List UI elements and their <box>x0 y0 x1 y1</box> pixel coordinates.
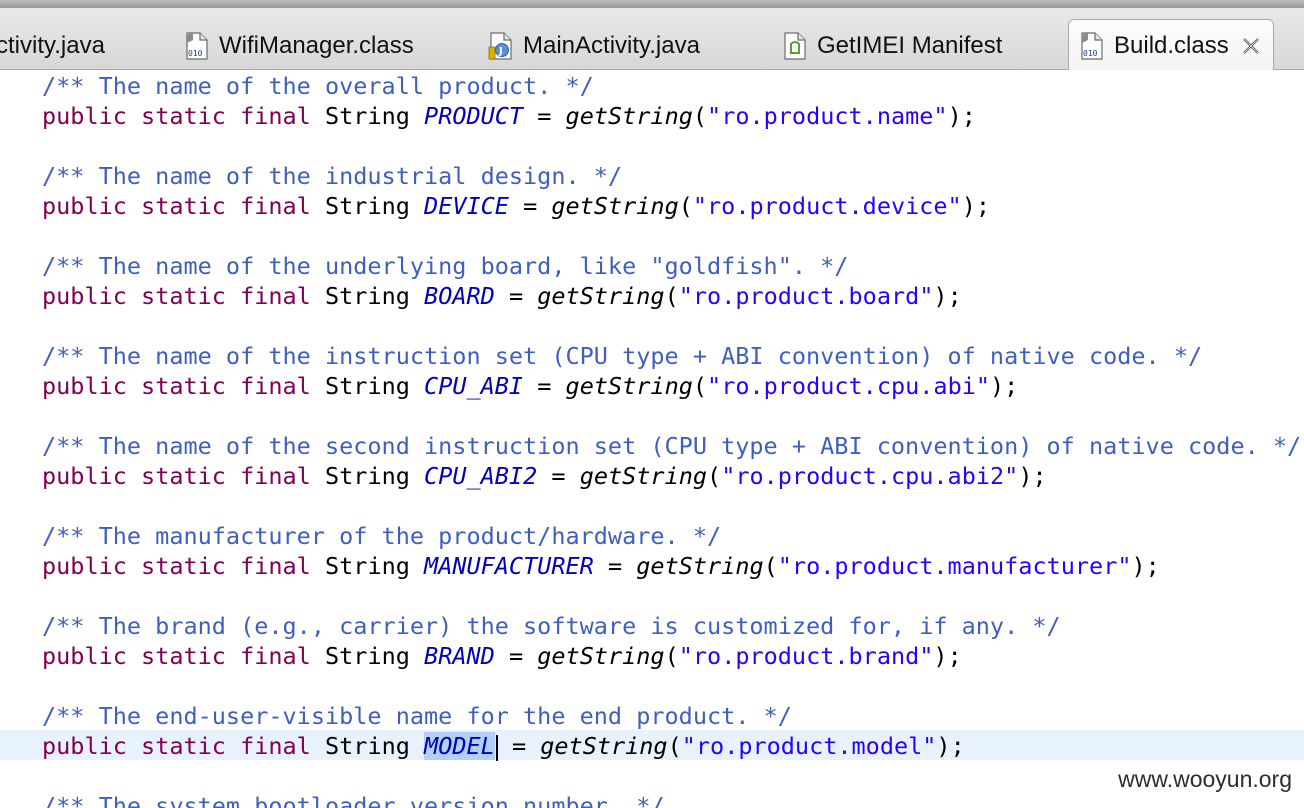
code-comment: /** The manufacturer of the product/hard… <box>42 522 722 550</box>
constant-board: BOARD <box>424 282 495 310</box>
code-comment: /** The brand (e.g., carrier) the softwa… <box>42 612 1061 640</box>
code-line: public static final String BOARD = getSt… <box>42 282 962 310</box>
editor-tab-bar: ctivity.java 010 WifiManager.class J Mai… <box>0 8 1304 71</box>
code-line: public static final String CPU_ABI = get… <box>42 372 1019 400</box>
android-manifest-icon <box>784 32 806 60</box>
class-file-icon: 010 <box>1081 31 1103 60</box>
tab-build-class[interactable]: 010 Build.class <box>1068 19 1274 71</box>
constant-manufacturer: MANUFACTURER <box>424 552 594 580</box>
code-line: public static final String CPU_ABI2 = ge… <box>42 462 1047 490</box>
code-line-current: public static final String MODEL = getSt… <box>42 732 965 761</box>
selected-constant-model[interactable]: MODEL <box>424 732 495 760</box>
tab-wifimanager-class[interactable]: 010 WifiManager.class <box>184 22 414 70</box>
code-comment: /** The name of the industrial design. *… <box>42 162 623 190</box>
constant-device: DEVICE <box>424 192 509 220</box>
tab-label: WifiManager.class <box>219 32 414 59</box>
tab-getimei-manifest[interactable]: GetIMEI Manifest <box>782 22 1002 70</box>
code-line: public static final String PRODUCT = get… <box>42 102 976 130</box>
code-comment: /** The name of the instruction set (CPU… <box>42 342 1203 370</box>
code-editor[interactable]: /** The name of the overall product. */ … <box>0 70 1304 808</box>
text-caret <box>495 734 498 761</box>
constant-cpu-abi2: CPU_ABI2 <box>424 462 538 490</box>
java-file-icon: J <box>488 32 512 60</box>
window-top-border <box>0 0 1304 8</box>
constant-cpu-abi: CPU_ABI <box>424 372 524 400</box>
watermark: www.wooyun.org <box>1116 766 1294 793</box>
close-tab-icon[interactable] <box>1241 36 1261 56</box>
svg-text:J: J <box>498 46 503 57</box>
tab-label: GetIMEI Manifest <box>817 32 1003 59</box>
tab-mainactivity-java[interactable]: J MainActivity.java <box>488 22 700 70</box>
code-comment: /** The end-user-visible name for the en… <box>42 702 792 730</box>
code-comment: /** The system bootloader version number… <box>42 792 665 808</box>
code-line: public static final String MANUFACTURER … <box>42 552 1160 580</box>
code-comment: /** The name of the second instruction s… <box>42 432 1302 460</box>
constant-product: PRODUCT <box>424 102 524 130</box>
class-file-icon: 010 <box>186 32 208 60</box>
tab-activity-java[interactable]: ctivity.java <box>0 22 105 70</box>
code-comment: /** The name of the underlying board, li… <box>42 252 849 280</box>
svg-text:010: 010 <box>1083 49 1098 58</box>
tab-label: ctivity.java <box>0 32 105 59</box>
code-comment: /** The name of the overall product. */ <box>42 72 594 100</box>
constant-brand: BRAND <box>424 642 495 670</box>
code-line: public static final String DEVICE = getS… <box>42 192 991 220</box>
tab-label: MainActivity.java <box>523 32 700 59</box>
svg-text:010: 010 <box>188 49 203 58</box>
code-line: public static final String BRAND = getSt… <box>42 642 962 670</box>
tab-label: Build.class <box>1114 31 1229 59</box>
current-line-highlight <box>0 730 1304 760</box>
